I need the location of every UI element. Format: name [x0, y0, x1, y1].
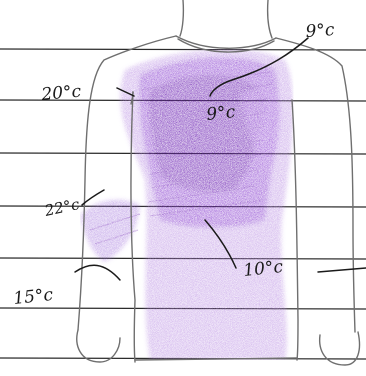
right-hand — [320, 332, 360, 365]
label-left-side: 22°c — [42, 195, 82, 220]
left-hand — [77, 330, 120, 362]
right-inner-arm — [292, 100, 298, 360]
neck-left-line — [180, 0, 183, 36]
ruled-line — [0, 49, 366, 50]
label-left-shoulder: 20°c — [40, 82, 83, 106]
label-lower-center: 10°c — [242, 257, 284, 281]
neck-right-line — [268, 0, 272, 38]
pointer-right-edge — [318, 268, 366, 272]
label-neck-right: 9°c — [305, 20, 336, 42]
label-left-wrist: 15°c — [12, 285, 54, 309]
label-chest-center: 9°c — [205, 102, 236, 125]
thermal-shading — [80, 49, 293, 360]
